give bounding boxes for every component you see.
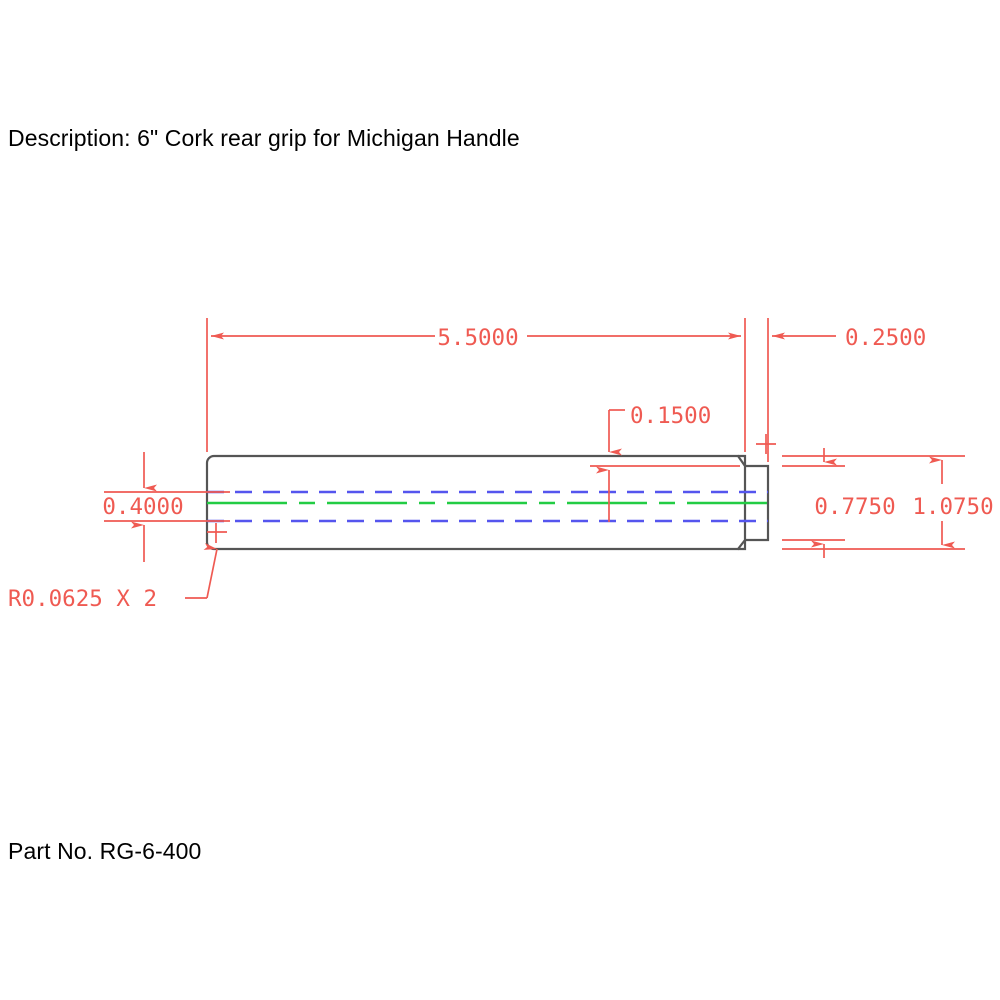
tenon-top-step <box>738 454 747 466</box>
dim-label-corner-radius: R0.0625 X 2 <box>8 586 157 612</box>
dimension-tenon-length: 0.2500 <box>767 318 926 462</box>
dim-label-tenon-diameter: 0.7750 <box>814 494 895 520</box>
dim-label-wall-thickness: 0.1500 <box>630 403 711 429</box>
dimension-bore: 0.4000 <box>102 452 230 562</box>
dim-label-bore: 0.4000 <box>102 494 183 520</box>
tenon-profile <box>745 464 770 542</box>
dim-label-tenon-length: 0.2500 <box>845 325 926 351</box>
radius-center-marks <box>207 434 776 543</box>
dimension-tenon-diameter: 0.7750 <box>782 448 896 558</box>
dimension-wall-thickness: 0.1500 <box>590 403 740 522</box>
tenon-bottom-step <box>738 540 747 551</box>
dim-label-overall-length: 5.5000 <box>437 325 518 351</box>
leader-line-radius <box>203 542 218 599</box>
dimension-corner-radius: R0.0625 X 2 <box>8 542 218 612</box>
dim-label-outer-diameter: 1.0750 <box>912 494 993 520</box>
dimension-overall-length: 5.5000 <box>206 318 746 452</box>
part-number-text: Part No. RG-6-400 <box>8 838 202 864</box>
description-text: Description: 6" Cork rear grip for Michi… <box>8 125 520 151</box>
hidden-lines <box>207 490 768 523</box>
dimension-outer-diameter: 1.0750 <box>782 455 994 550</box>
